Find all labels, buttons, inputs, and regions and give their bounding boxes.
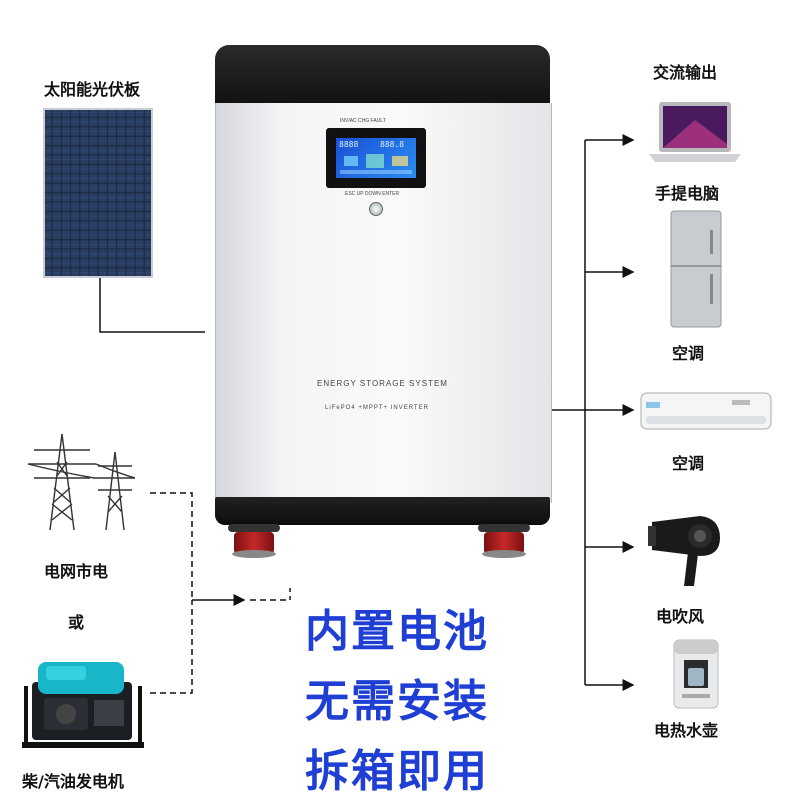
kettle-label: 电热水壶 [654,721,719,740]
grid-connection-line [150,492,193,600]
lcd-readout-left: 8888 [339,140,359,149]
slogan-line-1: 内置电池 [305,606,489,657]
water-dispenser-icon [673,639,719,709]
aircon-label: 空调 [672,454,705,473]
unit-foot-left [228,524,280,560]
generator-icon [22,662,144,748]
power-knob[interactable] [369,202,383,216]
fridge-label: 空调 [672,344,705,363]
hair-dryer-icon [648,516,720,586]
unit-top-cap [215,45,550,107]
lcd-display: 8888 888.8 [326,128,426,188]
or-label: 或 [68,613,85,632]
air-conditioner-icon [640,392,772,430]
laptop-label: 手提电脑 [655,184,720,203]
solar-connection-line [99,278,205,333]
energy-storage-unit: INV/AC CHG FAULT 8888 888.8 ESC UP DOWN … [215,45,552,545]
unit-foot-right [478,524,530,560]
lcd-screen: 8888 888.8 [336,138,416,178]
generator-label: 柴/汽油发电机 [22,772,124,791]
laptop-icon [649,102,741,162]
indicator-label: INV/AC CHG FAULT [340,118,386,124]
slogan-line-3: 拆箱即用 [305,746,489,797]
solar-panel-icon [43,108,153,278]
unit-subtitle: LiFePO4 +MPPT+ INVERTER [325,405,429,411]
refrigerator-icon [670,210,722,328]
button-labels: ESC UP DOWN ENTER [345,191,400,197]
power-tower-icon [27,433,135,531]
grid-label: 电网市电 [44,562,109,581]
slogan-line-2: 无需安装 [305,676,489,727]
generator-connection-line [150,600,193,694]
lcd-readout-right: 888.8 [380,140,405,149]
unit-title: ENERGY STORAGE SYSTEM [317,379,448,388]
unit-bottom-cap [215,497,550,525]
solar-panel-label: 太阳能光伏板 [44,80,141,99]
hairdryer-label: 电吹风 [656,607,705,626]
ac-output-label: 交流输出 [653,63,718,82]
